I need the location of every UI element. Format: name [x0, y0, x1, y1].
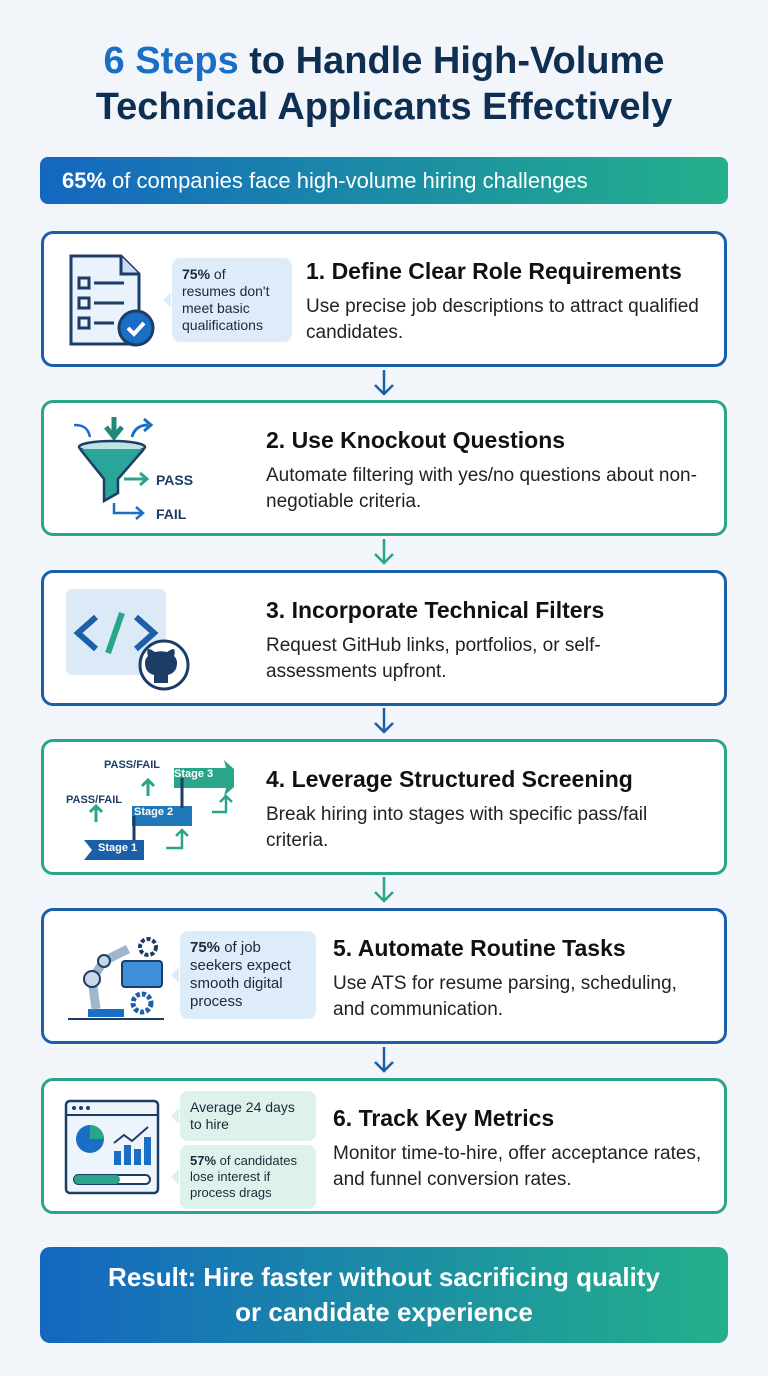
step-1-card: 75% of resumes don't meet basic qualific… [41, 231, 727, 367]
step-description: Automate filtering with yes/no questions… [266, 465, 697, 512]
step-description: Break hiring into stages with specific p… [266, 804, 648, 851]
stage-3-label: Stage 3 [174, 768, 214, 780]
bubble-text: Average 24 days to hire [190, 1099, 295, 1132]
down-arrow-icon [374, 370, 394, 396]
stat-bubble: 75% of resumes don't meet basic qualific… [163, 258, 292, 342]
step-title: 4. Leverage Structured Screening [266, 766, 633, 792]
down-arrow-icon [374, 708, 394, 734]
robot-arm-icon [68, 937, 164, 1020]
step-description: Monitor time-to-hire, offer acceptance r… [333, 1143, 702, 1190]
step-description: Request GitHub links, portfolios, or sel… [266, 635, 601, 682]
result-banner: Result: Hire faster without sacrificing … [40, 1247, 728, 1343]
bubble-stat: 57% [190, 1153, 217, 1168]
step-title: 6. Track Key Metrics [333, 1105, 555, 1131]
bubble-text: of resumes don't meet basic qualificatio… [182, 266, 270, 333]
stat-bubble-interest: 57% of candidates lose interest if proce… [171, 1145, 316, 1209]
fail-label: FAIL [156, 506, 187, 522]
banner-text: of companies face high-volume hiring cha… [112, 167, 588, 193]
stage-1-label: Stage 1 [98, 842, 138, 854]
pass-fail-label: PASS/FAIL [104, 759, 161, 771]
bubble-stat: 75% [190, 939, 221, 956]
step-6-card: Average 24 days to hire 57% of candidate… [41, 1078, 727, 1214]
stage-2-label: Stage 2 [134, 806, 174, 818]
step-title: 5. Automate Routine Tasks [333, 935, 626, 961]
title-line2: Technical Applicants Effectively [95, 86, 673, 128]
down-arrow-icon [374, 877, 394, 903]
funnel-icon [73, 417, 154, 520]
stat-bubble-time: Average 24 days to hire [171, 1091, 316, 1141]
step-title: 3. Incorporate Technical Filters [266, 597, 605, 623]
step-description: Use ATS for resume parsing, scheduling, … [333, 973, 677, 1020]
step-4-card: Stage 1 Stage 2 Stage 3 PASS/FAIL PASS/F… [41, 739, 727, 875]
step-description: Use precise job descriptions to attract … [306, 296, 699, 343]
pass-label: PASS [156, 472, 194, 488]
step-2-card: PASS FAIL 2. Use Knockout Questions Auto… [41, 400, 727, 536]
step-title: 1. Define Clear Role Requirements [306, 258, 682, 284]
step-title: 2. Use Knockout Questions [266, 427, 566, 453]
title-accent: 6 Steps [103, 40, 239, 82]
page-title: 6 Steps to Handle High-Volume Technical … [0, 38, 768, 130]
down-arrow-icon [374, 1047, 394, 1073]
checklist-document-icon [69, 254, 155, 347]
code-github-icon [66, 589, 190, 691]
bubble-stat: 75% [182, 266, 211, 282]
banner-stat: 65% [62, 167, 107, 193]
dashboard-icon [64, 1099, 160, 1195]
pass-fail-label: PASS/FAIL [66, 794, 123, 806]
stat-bubble: 75% of job seekers expect smooth digital… [171, 931, 316, 1019]
bubble-text: of job seekers expect smooth digital pro… [190, 939, 291, 1010]
stages-icon [84, 760, 234, 860]
stat-banner: 65%of companies face high-volume hiring … [40, 157, 728, 204]
step-5-card: 75% of job seekers expect smooth digital… [41, 908, 727, 1044]
down-arrow-icon [374, 539, 394, 565]
result-text: Result: Hire faster without sacrificing … [108, 1262, 660, 1327]
title-line1: to Handle High-Volume [238, 40, 665, 82]
step-3-card: 3. Incorporate Technical Filters Request… [41, 570, 727, 706]
bubble-text: of candidates lose interest if process d… [190, 1153, 297, 1200]
